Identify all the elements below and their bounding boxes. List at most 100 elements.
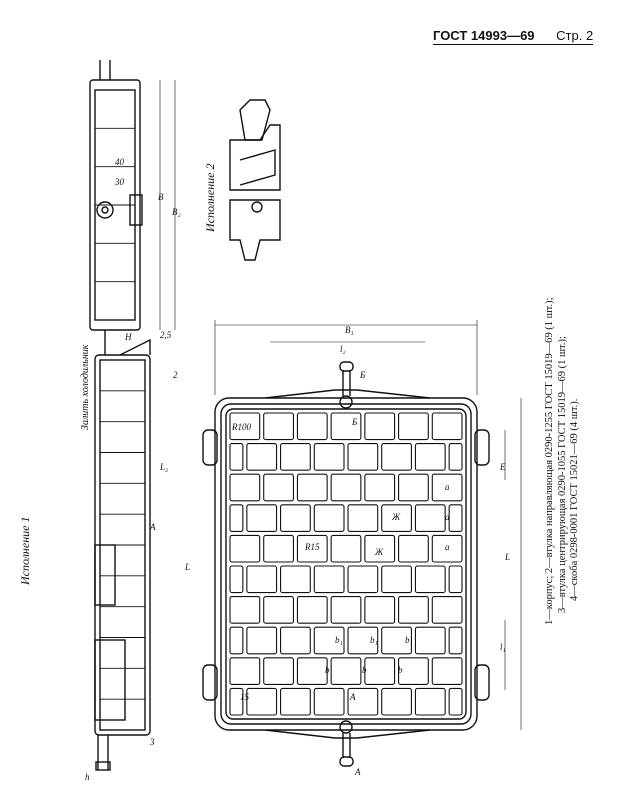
frame-cell [364, 473, 396, 502]
frame-cell [381, 443, 412, 471]
frame-cell [280, 443, 311, 471]
variant-1-label: Исполнение 1 [18, 516, 32, 585]
mold-frame [202, 361, 490, 767]
frame-cell [381, 565, 412, 594]
frame-cell [448, 626, 463, 655]
frame-cell [381, 626, 412, 655]
dim-l: L [504, 552, 510, 562]
dim-b1-cell-2: b₁ [370, 635, 378, 645]
frame-cell [313, 443, 345, 471]
frame-cell [263, 596, 294, 624]
dim-30: 30 [114, 177, 125, 187]
item-2: 2 [173, 370, 178, 380]
frame-cell [229, 443, 244, 471]
frame-cell [246, 626, 278, 655]
parts-caption: 1—корпус; 2—втулка направляющая 0290-125… [544, 298, 582, 626]
frame-cell [364, 534, 396, 563]
frame-cell [448, 687, 463, 716]
frame-cell [414, 687, 446, 716]
frame-cell [330, 657, 362, 685]
caption-line: 4—скоба 0298-0001 ГОСТ 15021—69 (4 шт.). [569, 398, 580, 601]
section-zh-mark: Ж [391, 512, 401, 522]
frame-cell [313, 565, 345, 594]
side-view-variant-1 [94, 338, 151, 771]
dimension-lines [214, 320, 522, 730]
frame-cell [398, 473, 429, 502]
dim-b: B [158, 192, 164, 202]
frame-cell [347, 687, 379, 716]
frame-cell [263, 657, 294, 685]
frame-cell [246, 565, 278, 594]
frame-cell [229, 596, 261, 624]
frame-cell [431, 412, 463, 441]
frame-cell [246, 443, 278, 471]
dim-2-5: 2,5 [160, 330, 172, 340]
frame-cell [229, 687, 244, 716]
frame-cell [364, 596, 396, 624]
dim-a-3: a [445, 542, 450, 552]
dim-l2: l₂ [340, 344, 346, 354]
caption-line: 3—втулка центрирующая 0290-1055 ГОСТ 150… [556, 336, 568, 613]
frame-cell [448, 443, 463, 471]
section-e-mark: Е [499, 462, 506, 472]
frame-cell [414, 626, 446, 655]
frame-cell [296, 657, 328, 685]
frame-cell [347, 565, 379, 594]
frame-cell [330, 534, 362, 563]
dim-l1: l₁ [500, 642, 506, 652]
radius-r15: R15 [304, 542, 320, 552]
frame-cell [347, 626, 379, 655]
frame-cell [398, 534, 429, 563]
frame-cell [431, 473, 463, 502]
section-b-mark-2: Б [351, 417, 358, 427]
drawing-labels: B₁ l₂ Б Б Е Ж Ж R15 R100 a a a b₁ b₁ b₁ … [85, 157, 510, 782]
frame-cell [313, 626, 345, 655]
frame-cell [229, 412, 261, 441]
frame-cell [296, 596, 328, 624]
frame-cell [229, 657, 261, 685]
radius-r100: R100 [231, 422, 251, 432]
frame-cell [229, 504, 244, 532]
frame-cell [280, 687, 311, 716]
frame-cell [229, 473, 261, 502]
section-a-mark-2: A [354, 767, 361, 777]
frame-cell [431, 534, 463, 563]
dim-l2-side: L₂ [159, 462, 168, 472]
section-zh-mark-2: Ж [374, 547, 384, 557]
side-view-upper [89, 60, 176, 355]
frame-cell [330, 412, 362, 441]
frame-cell [347, 443, 379, 471]
dim-h: h [85, 772, 90, 782]
frame-cell [381, 504, 412, 532]
variant-2-label: Исполнение 2 [203, 163, 217, 232]
frame-cell [448, 565, 463, 594]
dim-b1: B₁ [345, 325, 354, 335]
frame-cell [398, 657, 429, 685]
frame-cell [414, 565, 446, 594]
dim-a-2: a [445, 512, 450, 522]
frame-cell [246, 504, 278, 532]
dim-15: 15 [240, 692, 250, 702]
frame-cell [398, 596, 429, 624]
frame-cell [330, 596, 362, 624]
frame-cell [229, 534, 261, 563]
dim-a-1: a [445, 482, 450, 492]
frame-cell [364, 412, 396, 441]
dim-b-cell-2: b [362, 665, 367, 675]
dim-b-cell-3: b [398, 665, 403, 675]
fill-cooler-note: Залить холодильник [80, 344, 91, 430]
dim-b2: B₂ [172, 207, 181, 217]
caption-line: 1—корпус; 2—втулка направляющая 0290-125… [544, 297, 555, 626]
frame-cell [280, 565, 311, 594]
frame-cell [347, 504, 379, 532]
page-header: ГОСТ 14993—69 Стр. 2 [433, 28, 593, 45]
frame-cell [414, 504, 446, 532]
frame-cell [246, 687, 278, 716]
dim-b-cell: b [325, 665, 330, 675]
frame-cell [229, 565, 244, 594]
dim-l-side: L [184, 562, 190, 572]
detail-variant-2 [229, 99, 281, 261]
item-3: 3 [149, 737, 155, 747]
frame-cell [280, 504, 311, 532]
